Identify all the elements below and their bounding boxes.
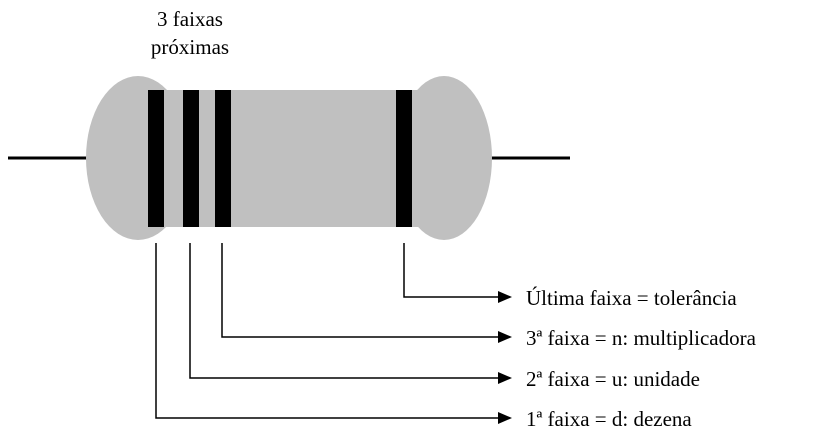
label-second-band: 2ª faixa = u: unidade: [526, 367, 700, 391]
header-line-2: próximas: [151, 35, 229, 59]
resistor-body: [86, 76, 492, 240]
label-last-band: Última faixa = tolerância: [526, 286, 737, 310]
band-1: [148, 90, 164, 227]
leader-second: [189, 243, 500, 379]
arrow-third: [498, 331, 512, 343]
header-line-1: 3 faixas: [157, 7, 223, 31]
band-last: [396, 90, 412, 227]
band-2: [183, 90, 199, 227]
label-third-band: 3ª faixa = n: multiplicadora: [526, 326, 757, 350]
arrow-second: [498, 372, 512, 384]
arrow-last: [498, 291, 512, 303]
leader-third: [221, 243, 500, 338]
label-first-band: 1ª faixa = d: dezena: [526, 407, 692, 431]
band-3: [215, 90, 231, 227]
arrow-first: [498, 412, 512, 424]
leader-first: [155, 243, 500, 419]
leader-last: [403, 243, 500, 298]
